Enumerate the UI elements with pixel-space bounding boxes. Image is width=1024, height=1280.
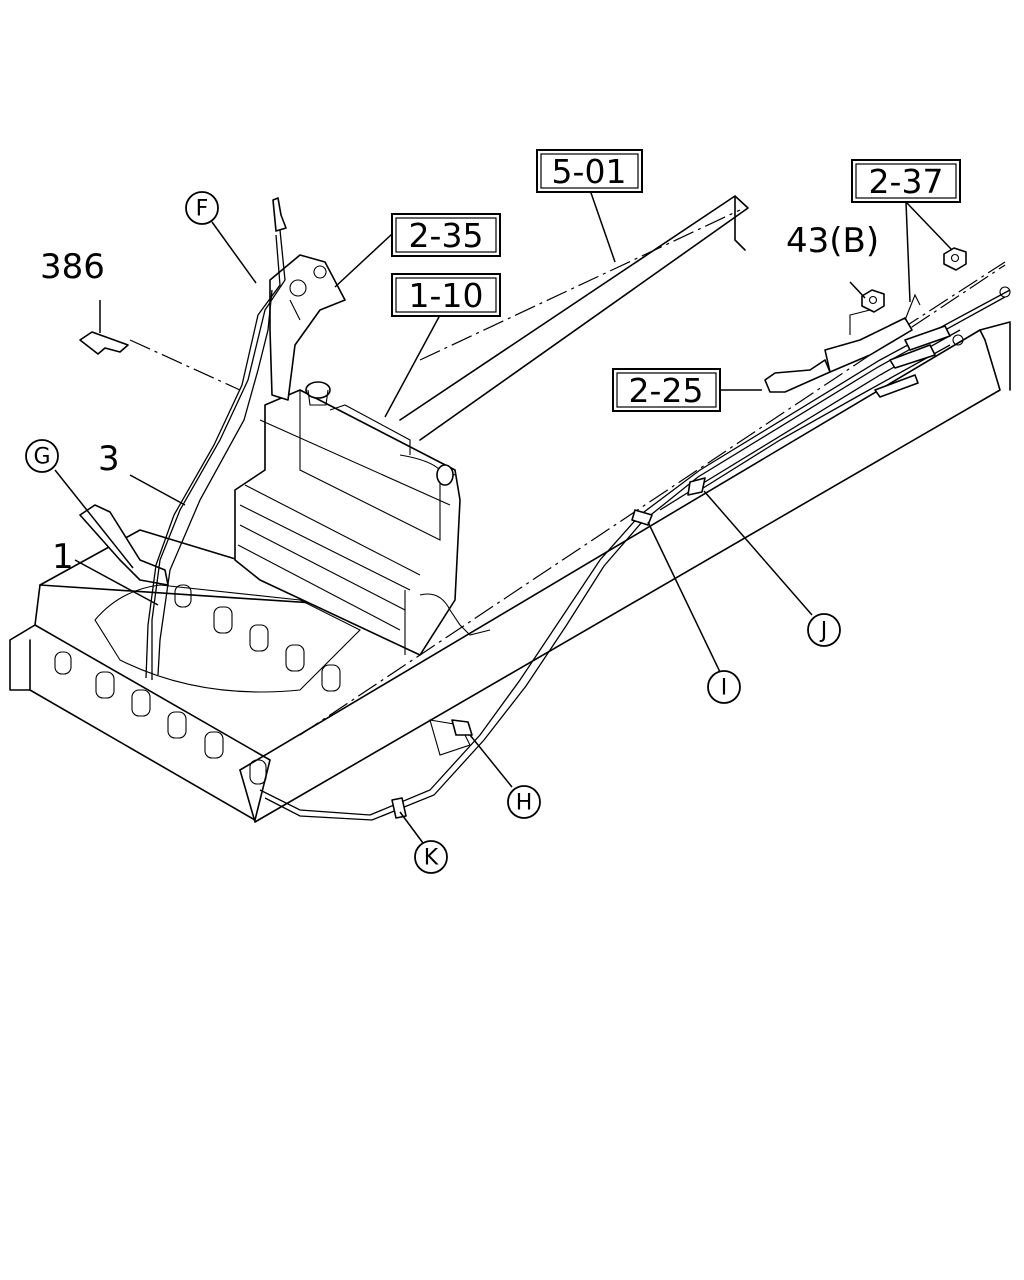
part-label-1: 1 — [52, 537, 74, 577]
frame-rail-upper — [399, 195, 749, 441]
callout-k: K — [414, 840, 448, 874]
svg-text:5-01: 5-01 — [552, 152, 627, 191]
svg-text:I: I — [721, 676, 728, 701]
svg-text:G: G — [33, 445, 50, 470]
part-label-43b: 43(B) — [786, 221, 879, 261]
nut-2-37 — [943, 247, 967, 271]
brake-cables — [145, 197, 1011, 821]
callout-g: G — [25, 439, 59, 473]
svg-text:F: F — [196, 197, 209, 222]
tank-assembly — [234, 381, 491, 756]
svg-text:K: K — [424, 846, 439, 871]
callout-i: I — [707, 670, 741, 704]
svg-text:1-10: 1-10 — [409, 276, 484, 315]
part-label-386: 386 — [40, 247, 105, 287]
svg-text:2-35: 2-35 — [409, 216, 484, 255]
callout-h: H — [507, 785, 541, 819]
ref-box-2-37: 2-37 — [851, 159, 961, 203]
callout-f: F — [185, 191, 219, 225]
leader-lines — [54, 189, 953, 844]
svg-text:2-37: 2-37 — [869, 162, 944, 201]
nut-43b — [861, 289, 885, 313]
callout-j: J — [807, 613, 841, 647]
bracket-2-35 — [269, 254, 346, 401]
ref-box-5-01: 5-01 — [536, 149, 643, 193]
svg-text:H: H — [516, 791, 533, 816]
ref-box-2-25: 2-25 — [612, 368, 721, 412]
svg-text:J: J — [819, 619, 828, 644]
equalizer-2-25 — [764, 293, 921, 393]
svg-text:2-25: 2-25 — [629, 371, 704, 410]
ref-box-2-35: 2-35 — [391, 213, 501, 257]
part-label-3: 3 — [98, 439, 120, 479]
ref-box-1-10: 1-10 — [391, 273, 501, 317]
bracket-386 — [79, 331, 241, 391]
bracket-g — [79, 504, 169, 586]
